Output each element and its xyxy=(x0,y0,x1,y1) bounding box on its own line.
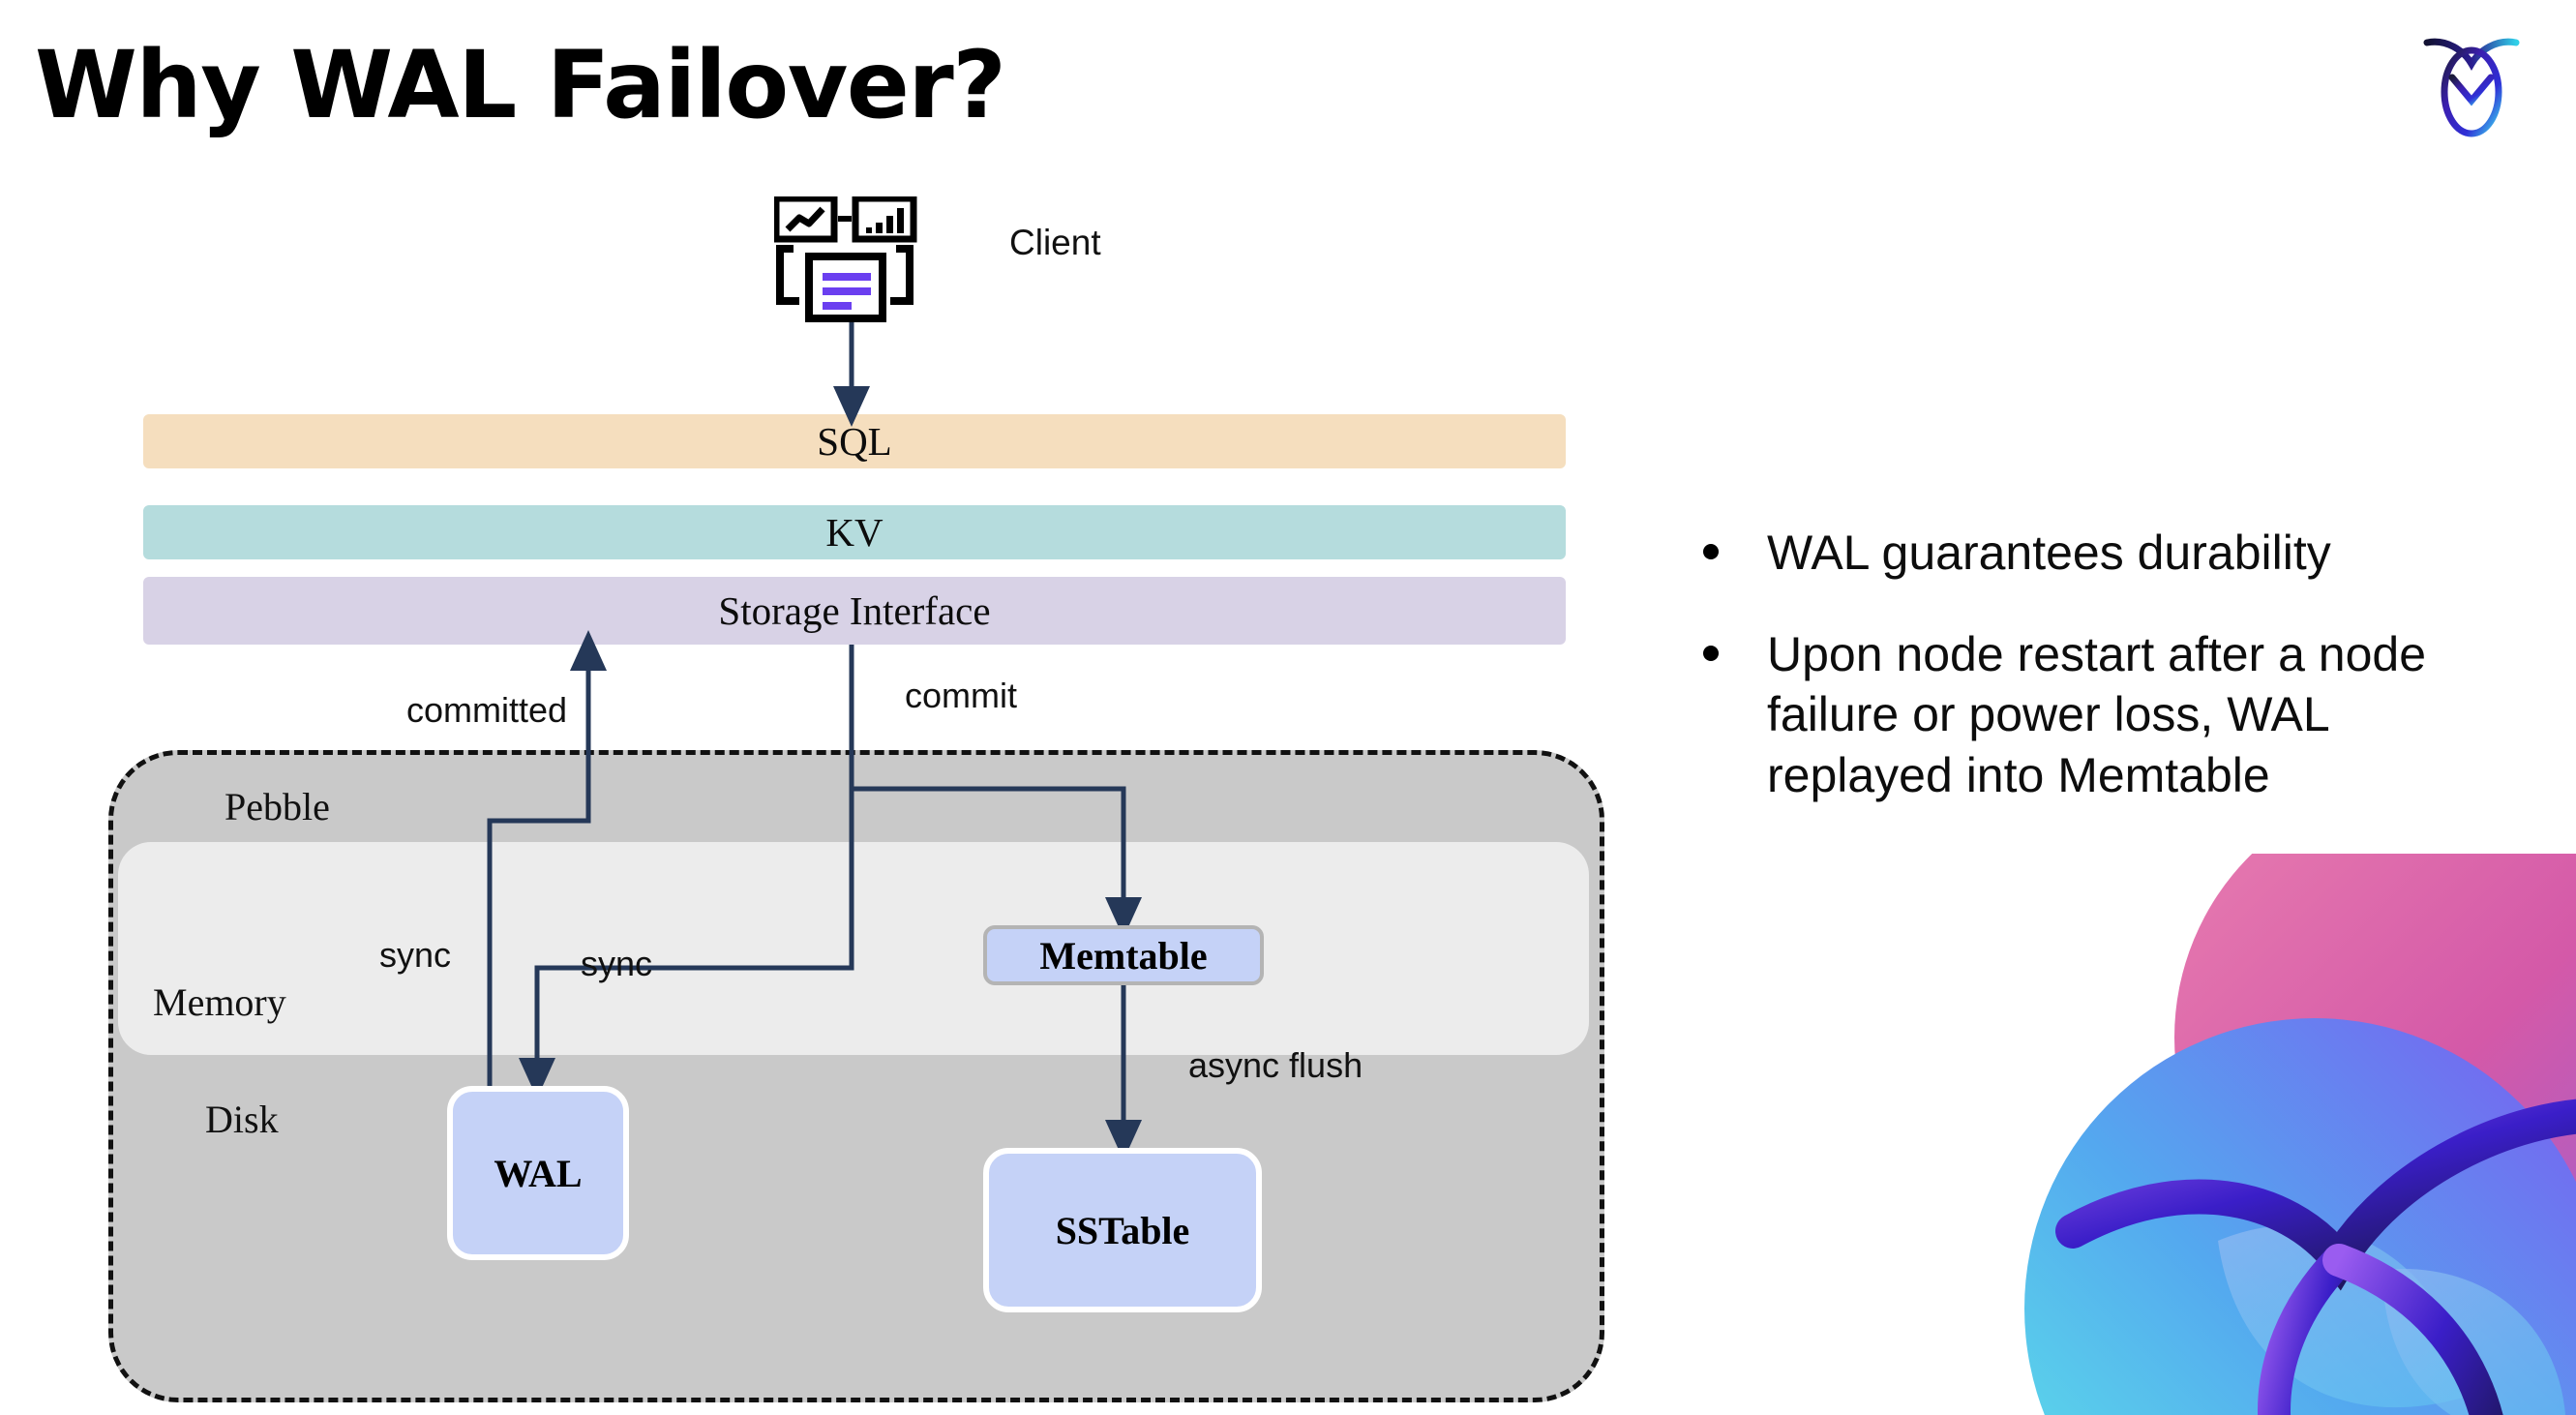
page-title: Why WAL Failover? xyxy=(35,31,1006,139)
cockroach-logo-icon xyxy=(2413,21,2530,137)
decorative-gradient-logo-icon xyxy=(1928,781,2576,1415)
layer-label-kv: KV xyxy=(825,510,884,555)
edge-label-committed: committed xyxy=(406,690,568,730)
architecture-diagram: Client SQL KV Storage Interface Pebble M… xyxy=(108,195,1604,1402)
zone-label-memory: Memory xyxy=(153,980,286,1024)
layer-label-sql: SQL xyxy=(817,419,892,464)
client-label: Client xyxy=(1009,223,1101,262)
node-label-wal: WAL xyxy=(494,1151,583,1195)
edge-label-sync-left: sync xyxy=(379,935,452,975)
node-memtable: Memtable xyxy=(983,925,1264,985)
memory-zone xyxy=(118,842,1589,1055)
bullet-dot-icon xyxy=(1703,544,1719,559)
client-dashboard-icon xyxy=(772,195,929,322)
bullet-text: Upon node restart after a node failure o… xyxy=(1767,626,2427,802)
list-item: Upon node restart after a node failure o… xyxy=(1703,624,2516,806)
zone-label-pebble: Pebble xyxy=(225,785,330,828)
bullet-text: WAL guarantees durability xyxy=(1767,526,2331,580)
node-wal: WAL xyxy=(447,1086,629,1260)
layer-bar-sql: SQL xyxy=(143,414,1566,468)
node-label-memtable: Memtable xyxy=(1039,933,1208,978)
list-item: WAL guarantees durability xyxy=(1703,523,2516,584)
layer-bar-kv: KV xyxy=(143,505,1566,559)
node-label-sstable: SSTable xyxy=(1055,1208,1190,1252)
edge-label-sync-right: sync xyxy=(581,944,653,983)
edge-label-commit: commit xyxy=(905,676,1017,715)
edge-label-async-flush: async flush xyxy=(1188,1045,1363,1085)
bullet-dot-icon xyxy=(1703,645,1719,661)
layer-bar-storage-interface: Storage Interface xyxy=(143,577,1566,645)
bullet-list: WAL guarantees durability Upon node rest… xyxy=(1703,523,2516,846)
zone-label-disk: Disk xyxy=(205,1098,279,1141)
node-sstable: SSTable xyxy=(983,1148,1262,1312)
layer-label-storage-interface: Storage Interface xyxy=(718,588,991,633)
